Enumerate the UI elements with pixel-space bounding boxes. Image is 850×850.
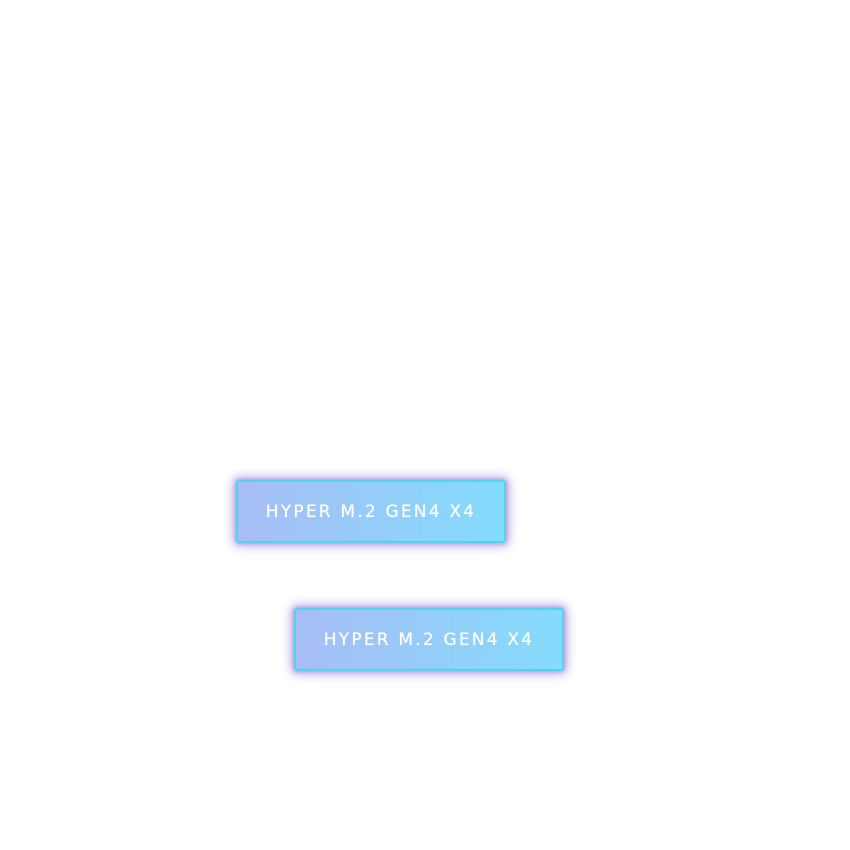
badge-label: HYPER M.2 GEN4 X4: [323, 629, 535, 650]
badge-label: HYPER M.2 GEN4 X4: [265, 501, 477, 522]
hyper-m2-badge-2[interactable]: HYPER M.2 GEN4 X4: [294, 608, 564, 671]
hyper-m2-badge-1[interactable]: HYPER M.2 GEN4 X4: [236, 480, 506, 543]
